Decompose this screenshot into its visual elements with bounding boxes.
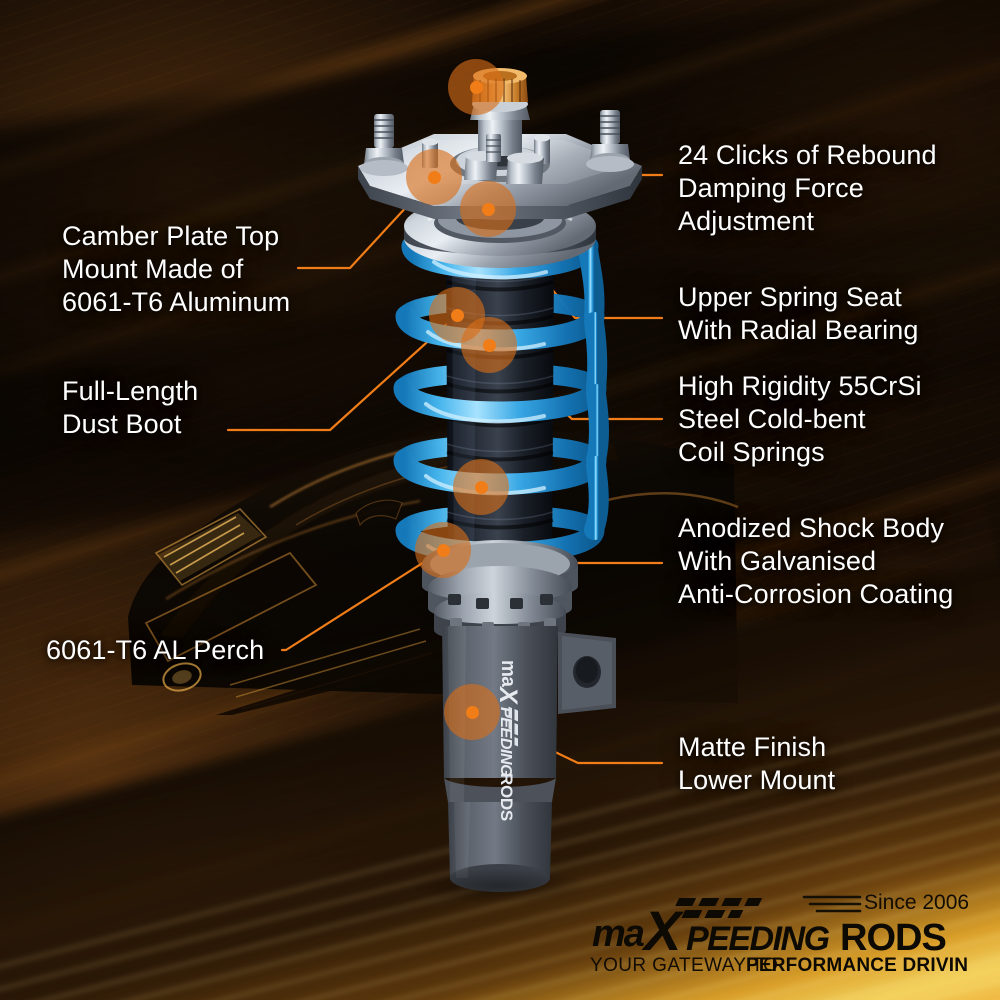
body-branding: ma X PEEDING RODS — [494, 660, 522, 821]
hotspot-marker-camber-plate-top-mount[interactable] — [406, 149, 462, 205]
hotspot-dot — [469, 80, 483, 94]
svg-text:PEEDING: PEEDING — [686, 920, 830, 958]
since-text: Since 2006 — [864, 891, 968, 914]
shock-body: ma X PEEDING RODS — [442, 626, 616, 892]
hotspot-marker-al-perch[interactable] — [415, 522, 471, 578]
since-badge: Since 2006 — [802, 891, 968, 914]
callout-label-camber-plate-top-mount: Camber Plate Top Mount Made of 6061-T6 A… — [62, 221, 291, 317]
callout-label-rebound-adjustment: 24 Clicks of Rebound Damping Force Adjus… — [678, 140, 937, 236]
callout-label-coil-springs: High Rigidity 55CrSi Steel Cold-bent Coi… — [678, 371, 922, 467]
callout-label-full-length-dust-boot: Full-Length Dust Boot — [62, 376, 199, 439]
callout-label-matte-lower-mount: Matte Finish Lower Mount — [678, 732, 836, 795]
callout-label-anodized-shock-body: Anodized Shock Body With Galvanised Anti… — [678, 513, 954, 609]
hotspot-dot — [481, 202, 495, 216]
hotspot-dot — [482, 338, 496, 352]
svg-text:X: X — [641, 899, 685, 962]
logo-tagline: YOUR GATEWAY TO PERFORMANCE DRIVING — [590, 955, 968, 976]
hotspot-marker-matte-lower-mount[interactable] — [444, 684, 500, 740]
hotspot-marker-upper-spring-seat[interactable] — [460, 181, 516, 237]
hotspot-dot — [450, 308, 464, 322]
callout-label-upper-spring-seat: Upper Spring Seat With Radial Bearing — [678, 282, 919, 345]
hotspot-dot — [427, 170, 441, 184]
hotspot-marker-anodized-shock-body[interactable] — [453, 459, 509, 515]
hotspot-dot — [474, 480, 488, 494]
svg-text:X: X — [494, 685, 522, 705]
brand-logo: Since 2006 ma X PEEDING RODS — [568, 884, 968, 976]
hotspot-dot — [465, 705, 479, 719]
svg-text:ma: ma — [497, 660, 520, 687]
svg-text:YOUR GATEWAY TO: YOUR GATEWAY TO — [590, 955, 778, 976]
svg-text:RODS: RODS — [840, 917, 946, 959]
hotspot-dot — [436, 543, 450, 557]
svg-text:PERFORMANCE DRIVING: PERFORMANCE DRIVING — [746, 955, 968, 976]
logo-wordmark: ma X PEEDING RODS — [592, 898, 947, 962]
hotspot-marker-full-length-dust-boot[interactable] — [429, 287, 485, 343]
hotspot-marker-rebound-adjustment[interactable] — [448, 59, 504, 115]
svg-text:ma: ma — [592, 913, 645, 955]
svg-text:RODS: RODS — [497, 773, 516, 821]
callout-label-al-perch: 6061-T6 AL Perch — [46, 635, 265, 665]
